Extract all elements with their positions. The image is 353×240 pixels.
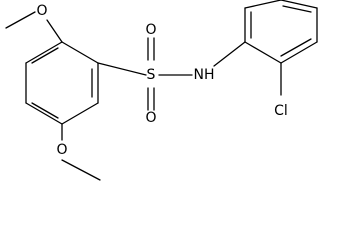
bond xyxy=(244,41,282,64)
methoxy-top-group xyxy=(5,11,63,43)
dimethoxy-benzene-ring xyxy=(25,41,99,125)
bond xyxy=(97,62,147,76)
bond xyxy=(25,41,63,64)
sulfonyl-oxygen-bottom-label: O xyxy=(145,110,156,126)
bond xyxy=(61,102,99,125)
methoxy-bottom-group xyxy=(61,123,101,181)
sulfonyl-group xyxy=(97,37,193,111)
sulfur-label: S xyxy=(147,67,156,83)
amine-label: NH xyxy=(194,67,215,83)
methoxy-bottom-oxygen-label: O xyxy=(56,142,67,158)
methoxy-top-oxygen-label: O xyxy=(36,3,47,19)
chlorine-label: Cl xyxy=(274,103,288,119)
bond xyxy=(61,159,101,181)
double-bond-inner xyxy=(31,102,59,119)
bond xyxy=(213,41,246,67)
chemical-structure-diagram: O S O O NH Cl O xyxy=(5,0,318,181)
bond xyxy=(280,41,318,64)
sulfonyl-oxygen-top-label: O xyxy=(145,22,156,38)
bond xyxy=(61,41,99,64)
double-bond-inner xyxy=(282,5,312,13)
bond xyxy=(244,0,282,9)
bond xyxy=(5,11,36,29)
double-bond-inner xyxy=(280,38,312,57)
chlorobenzene-ring xyxy=(244,0,318,64)
bond xyxy=(25,102,63,125)
bond xyxy=(46,19,63,43)
double-bond-inner xyxy=(31,47,59,64)
bond xyxy=(280,0,318,9)
